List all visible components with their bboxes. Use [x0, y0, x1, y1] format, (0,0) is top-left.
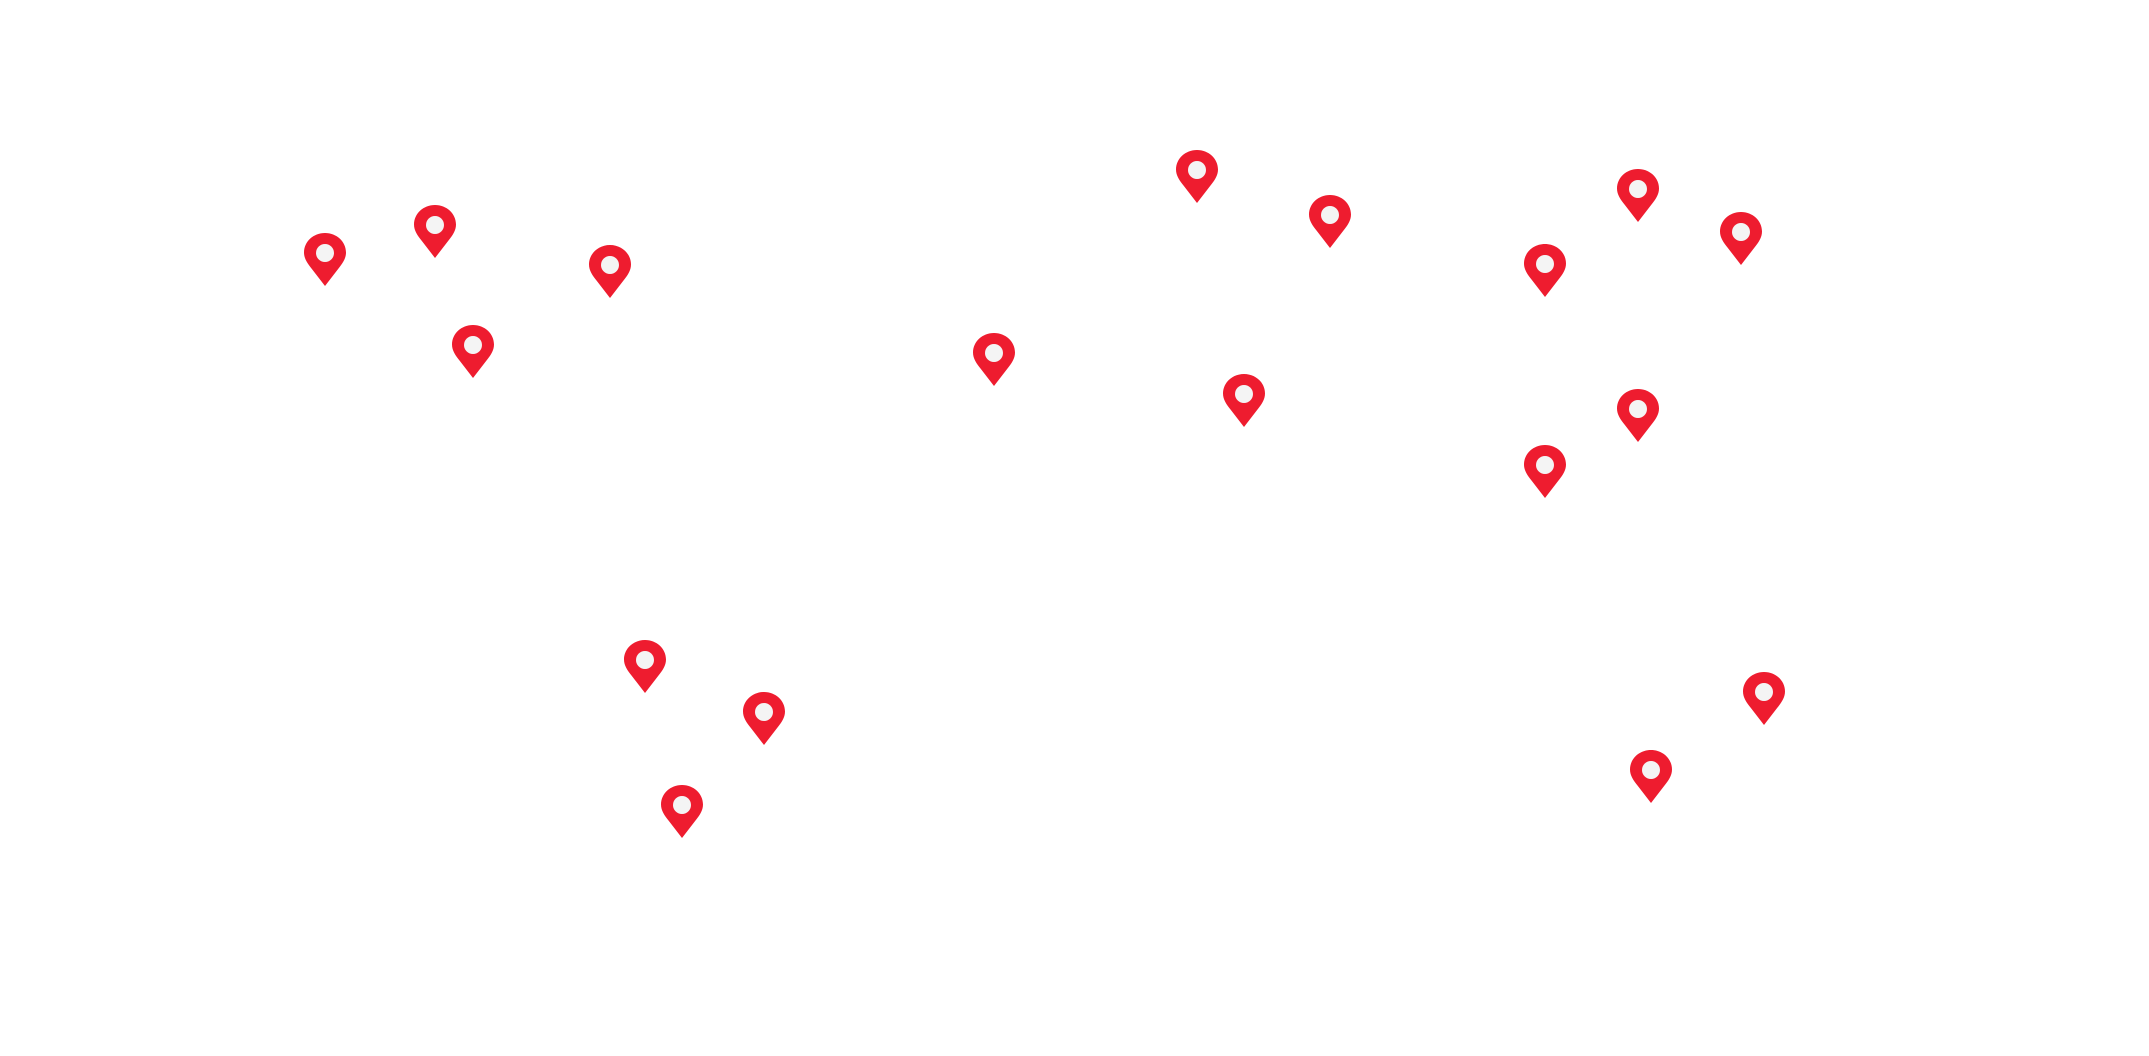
map-pin-icon[interactable]	[1523, 444, 1567, 500]
map-pin-icon[interactable]	[1616, 388, 1660, 444]
map-pin-icon[interactable]	[451, 324, 495, 380]
map-pin-icon[interactable]	[623, 639, 667, 695]
map-pin-icon[interactable]	[413, 204, 457, 260]
map-pin-icon[interactable]	[1616, 168, 1660, 224]
map-pin-icon[interactable]	[660, 784, 704, 840]
map-pin-icon[interactable]	[1742, 671, 1786, 727]
map-pin-icon[interactable]	[1629, 749, 1673, 805]
map-pin-icon[interactable]	[1222, 373, 1266, 429]
map-pin-icon[interactable]	[303, 232, 347, 288]
map-pin-icon[interactable]	[1719, 211, 1763, 267]
map-pin-icon[interactable]	[588, 244, 632, 300]
map-pin-icon[interactable]	[1308, 194, 1352, 250]
map-pin-icon[interactable]	[972, 332, 1016, 388]
map-pin-icon[interactable]	[1175, 149, 1219, 205]
map-pin-icon[interactable]	[1523, 243, 1567, 299]
map-pin-icon[interactable]	[742, 691, 786, 747]
